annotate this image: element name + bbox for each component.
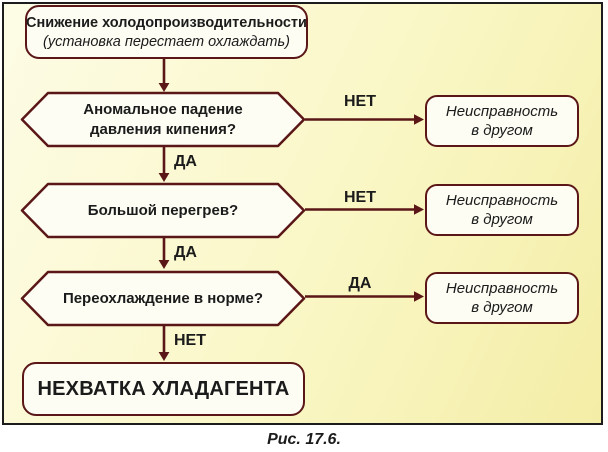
- branch-label-no-2: НЕТ: [344, 189, 376, 206]
- decision-1-line-2: давления кипения?: [89, 120, 237, 138]
- fault-2-line-1: Неисправность: [445, 192, 559, 209]
- fault-2-line-2: в другом: [471, 211, 533, 228]
- branch-label-yes-3: ДА: [348, 275, 372, 292]
- fault-node-1: Неисправность в другом: [425, 95, 579, 147]
- branch-label-no-1: НЕТ: [344, 93, 376, 110]
- decision-node-2: Большой перегрев?: [20, 182, 306, 239]
- decision-1-line-1: Аномальное падение: [83, 100, 243, 118]
- fault-1-line-1: Неисправность: [445, 103, 559, 120]
- hexagon-shape-3: [20, 270, 306, 327]
- branch-label-no-down-3: НЕТ: [174, 332, 206, 349]
- decision-2-line-1: Большой перегрев?: [87, 201, 239, 219]
- decision-2-text: Большой перегрев?: [20, 182, 306, 239]
- result-label: НЕХВАТКА ХЛАДАГЕНТА: [37, 377, 290, 400]
- start-title: Снижение холодопроизводительности: [26, 14, 307, 31]
- decision-3-line-1: Переохлаждение в норме?: [62, 289, 264, 307]
- hexagon-shape-2: [20, 182, 306, 239]
- branch-label-yes-down-2: ДА: [174, 244, 197, 261]
- decision-node-1: Аномальное падение давления кипения?: [20, 91, 306, 148]
- hexagon-shape-1: [20, 91, 306, 148]
- decision-3-text: Переохлаждение в норме?: [20, 270, 306, 327]
- figure-caption: Рис. 17.6.: [267, 431, 341, 448]
- decision-1-text: Аномальное падение давления кипения?: [20, 91, 306, 148]
- decision-node-3: Переохлаждение в норме?: [20, 270, 306, 327]
- fault-1-line-2: в другом: [471, 122, 533, 139]
- fault-node-2: Неисправность в другом: [425, 184, 579, 236]
- branch-label-yes-down-1: ДА: [174, 153, 197, 170]
- fault-node-3: Неисправность в другом: [425, 272, 579, 324]
- fault-3-line-1: Неисправность: [445, 280, 559, 297]
- result-node: НЕХВАТКА ХЛАДАГЕНТА: [22, 362, 305, 416]
- start-subtitle: (установка перестает охлаждать): [43, 33, 290, 50]
- start-node: Снижение холодопроизводительности (устан…: [25, 5, 308, 59]
- fault-3-line-2: в другом: [471, 299, 533, 316]
